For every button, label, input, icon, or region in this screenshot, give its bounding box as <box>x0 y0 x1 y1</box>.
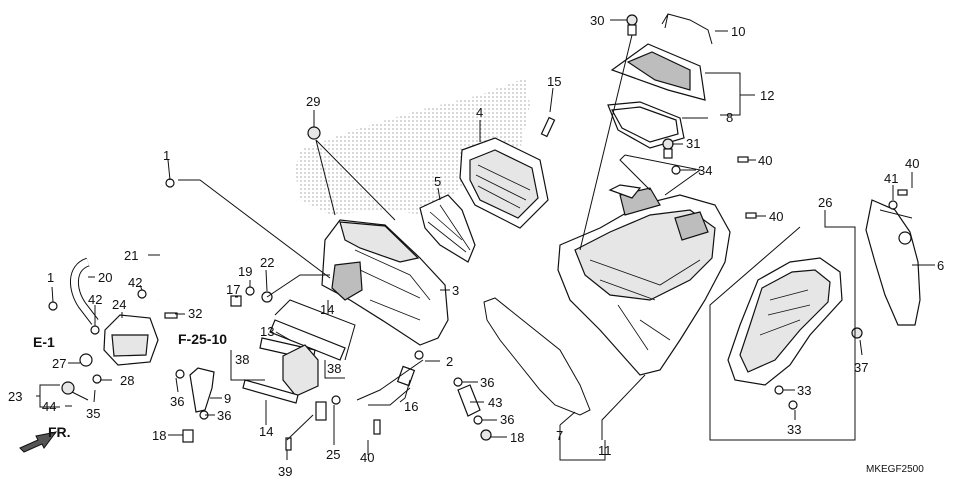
front-arrow-icon <box>19 431 58 453</box>
side-plate <box>865 199 921 326</box>
clip-wire <box>661 13 713 45</box>
callout-8: 8 <box>726 110 733 125</box>
callout-3: 3 <box>452 283 459 298</box>
callout-32: 32 <box>188 306 202 321</box>
callout-40-d: 40 <box>360 450 374 465</box>
callout-labels: 1 1 2 3 4 5 6 7 8 9 10 11 12 13 14 14 15… <box>8 13 944 479</box>
callout-43: 43 <box>488 395 502 410</box>
callout-7: 7 <box>556 428 563 443</box>
callout-36-b: 36 <box>217 408 231 423</box>
drain-hose-43 <box>457 384 481 417</box>
callout-9: 9 <box>224 391 231 406</box>
breather-tube-20 <box>70 257 99 325</box>
callout-16: 16 <box>404 399 418 414</box>
callout-13: 13 <box>260 324 274 339</box>
callout-37: 37 <box>854 360 868 375</box>
callout-29: 29 <box>306 94 320 109</box>
callout-33-upper: 33 <box>797 383 811 398</box>
callout-15: 15 <box>547 74 561 89</box>
separator-24 <box>103 314 159 366</box>
callout-33-lower: 33 <box>787 422 801 437</box>
side-cover <box>727 257 843 386</box>
callout-31: 31 <box>686 136 700 151</box>
callout-24: 24 <box>112 297 126 312</box>
callout-27: 27 <box>52 356 66 371</box>
callout-44: 44 <box>42 399 56 414</box>
air-filter-element <box>459 137 549 229</box>
callout-4: 4 <box>476 105 483 120</box>
callout-5: 5 <box>434 174 441 189</box>
callout-10: 10 <box>731 24 745 39</box>
callout-40-a: 40 <box>758 153 772 168</box>
callout-21: 21 <box>124 248 138 263</box>
callout-2: 2 <box>446 354 453 369</box>
callout-35: 35 <box>86 406 100 421</box>
callout-18-left: 18 <box>152 428 166 443</box>
callout-11: 11 <box>598 443 612 458</box>
callout-23: 23 <box>8 389 22 404</box>
drain-plug-9 <box>189 367 215 413</box>
callout-40-c: 40 <box>905 156 919 171</box>
callout-6: 6 <box>937 258 944 273</box>
dotted-shading <box>295 78 530 215</box>
air-cleaner-case <box>321 219 449 346</box>
callout-39: 39 <box>278 464 292 479</box>
callout-22: 22 <box>260 255 274 270</box>
callout-26: 26 <box>818 195 832 210</box>
callout-14-bottom: 14 <box>259 424 273 439</box>
callout-34: 34 <box>698 163 712 178</box>
callout-28: 28 <box>120 373 134 388</box>
breather-tube-21 <box>153 183 171 301</box>
callout-42-b: 42 <box>88 292 102 307</box>
ref-e1: E-1 <box>33 334 55 350</box>
callout-42-a: 42 <box>128 275 142 290</box>
callout-1-top: 1 <box>163 148 170 163</box>
callout-36-c: 36 <box>480 375 494 390</box>
callout-17: 17 <box>226 282 240 297</box>
callout-20: 20 <box>98 270 112 285</box>
diagram-code: MKEGF2500 <box>866 464 924 475</box>
callout-36-d: 36 <box>500 412 514 427</box>
air-cleaner-upper-cover <box>607 43 706 149</box>
callout-40-b: 40 <box>769 209 783 224</box>
callout-18-right: 18 <box>510 430 524 445</box>
filter-frame <box>419 194 476 263</box>
callout-38-left: 38 <box>235 352 249 367</box>
small-parts <box>48 14 908 451</box>
leader-lines <box>36 19 935 461</box>
callout-30: 30 <box>590 13 604 28</box>
front-label: FR. <box>48 424 71 440</box>
air-cleaner-housing <box>557 184 731 376</box>
ref-f2510: F-25-10 <box>178 331 227 347</box>
callout-12: 12 <box>760 88 774 103</box>
callout-41: 41 <box>884 171 898 186</box>
callout-14-top: 14 <box>320 302 334 317</box>
callout-25: 25 <box>326 447 340 462</box>
gasket-seal <box>483 297 591 416</box>
callout-38-right: 38 <box>327 361 341 376</box>
callout-1-left: 1 <box>47 270 54 285</box>
callout-19: 19 <box>238 264 252 279</box>
callout-36-a: 36 <box>170 394 184 409</box>
